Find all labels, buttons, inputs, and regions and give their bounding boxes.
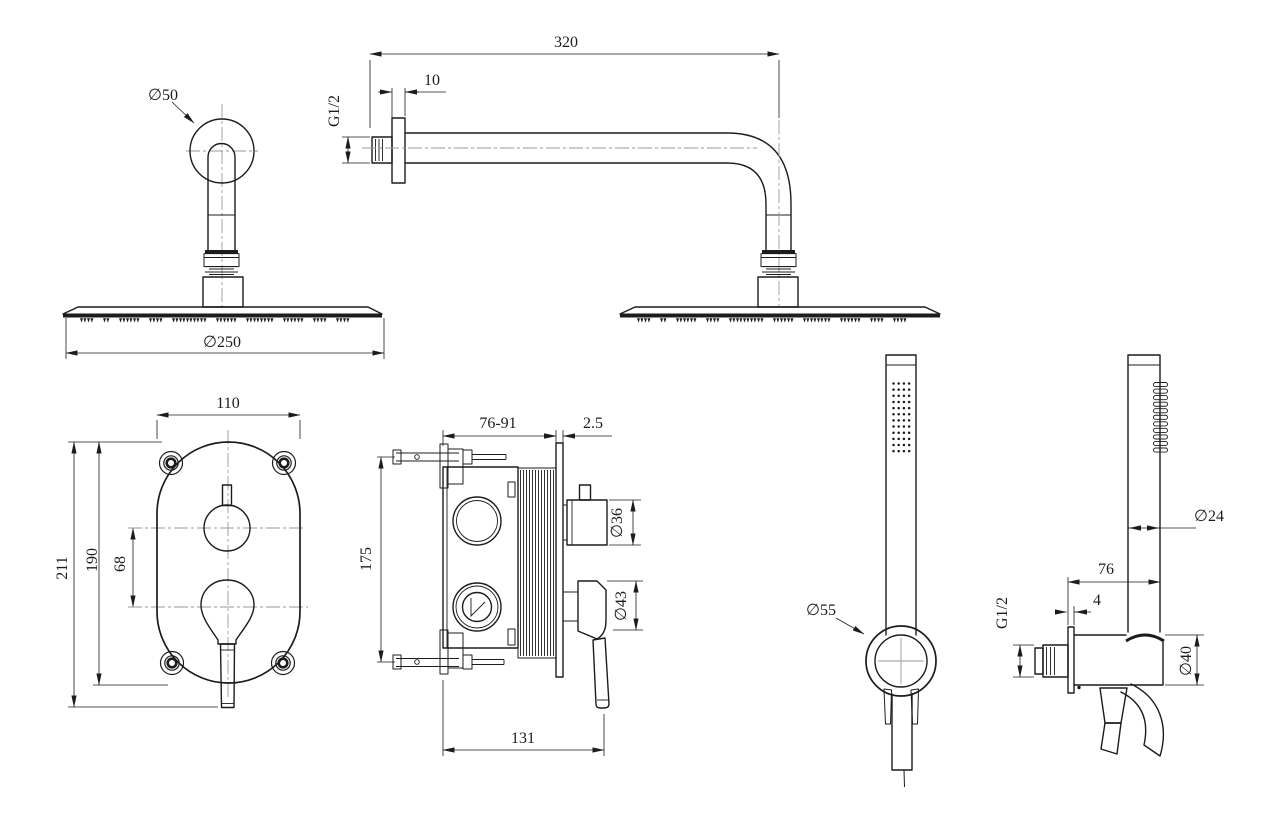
nipple-cap: [1034, 647, 1044, 675]
hand-shower-side-view: ∅24 76 4 G1/2 ∅40: [994, 354, 1224, 757]
dim-plate-overall-height: 211: [54, 556, 71, 579]
dim-arm-thread: G1/2: [326, 95, 343, 127]
head-face: [620, 313, 940, 318]
shower-arm-tube: [404, 132, 792, 251]
ceiling-shower-head-view: ∅50 ∅250: [62, 87, 385, 359]
thread-lines: [1046, 647, 1055, 675]
lower-port: [452, 582, 502, 632]
hand-shower-front-view: ∅55: [806, 354, 937, 788]
clip: [507, 481, 516, 498]
trim-plate-outline: [156, 441, 301, 684]
dim-install-depth: 76-91: [479, 415, 516, 432]
outlet-body: [1073, 634, 1164, 686]
hose-curve: [1120, 683, 1164, 757]
head-face: [63, 313, 382, 318]
wall-flange: [391, 117, 406, 184]
collar-band: [762, 250, 795, 254]
upper-port: [452, 496, 502, 546]
hose-stub: [903, 769, 905, 788]
wand-front: [885, 354, 917, 636]
dim-wall-plate-thickness: 2.5: [583, 415, 603, 432]
wand-side: [1127, 354, 1161, 633]
ring-crosshair: [878, 638, 924, 684]
dim-arm-length: 320: [554, 34, 578, 51]
collar: [203, 253, 240, 268]
dim-outlet-body-dia: ∅40: [1178, 646, 1195, 676]
port-plug-slot: [470, 598, 486, 618]
thread-nipple: [371, 136, 393, 164]
grip-ribs: [1153, 382, 1168, 453]
holder-ring: [865, 625, 937, 697]
wall-plate: [555, 442, 564, 678]
spray-nozzle-dots: [892, 382, 911, 453]
knob-stem: [221, 484, 233, 507]
mounting-screws: [158, 450, 297, 676]
lever-escutcheon: [200, 579, 255, 645]
dim-lever-dia: ∅43: [613, 591, 630, 621]
collar: [760, 253, 797, 268]
dim-flange-dia: ∅50: [148, 87, 178, 104]
mount-block: [757, 276, 799, 308]
upper-mounting-rod: [392, 443, 507, 489]
dim-outlet-thread: G1/2: [994, 597, 1011, 629]
dim-mount-spacing: 175: [358, 547, 375, 571]
leader-line: [835, 617, 865, 635]
dim-wand-dia: ∅24: [1194, 508, 1224, 525]
dim-outlet-offset: 76: [1098, 561, 1114, 578]
head-profile: [619, 306, 941, 315]
knob-side: [566, 499, 608, 546]
thread-lines: [375, 139, 383, 161]
head-profile: [62, 306, 383, 315]
dim-knob-dia: ∅36: [609, 508, 626, 538]
knob-stem-side: [578, 484, 592, 501]
clip: [507, 628, 516, 646]
sleeve-ribs: [520, 470, 554, 656]
dim-plate-height: 190: [84, 548, 101, 572]
collar-band: [205, 250, 238, 254]
wand-handle: [891, 693, 913, 771]
dim-plate-width: 110: [216, 395, 239, 412]
lower-mounting-rod: [392, 629, 505, 675]
wall-shower-arm-view: 320 10 G1/2: [326, 34, 941, 323]
mixer-trim-plate-view: 110 211 190 68: [54, 395, 308, 709]
dim-head-dia: ∅250: [203, 334, 241, 351]
holder-saddle: [1125, 633, 1165, 643]
mount-block: [202, 276, 244, 308]
leader-line: [171, 101, 195, 124]
drop-pipe: [207, 142, 236, 251]
dim-outlet-plate-thickness: 4: [1093, 592, 1101, 609]
nozzle-row: [637, 318, 907, 323]
dim-arm-flange-thickness: 10: [424, 72, 440, 89]
collar-rings: [762, 266, 795, 275]
hose-segment: [1100, 722, 1122, 755]
ceiling-flange-circle: [189, 118, 255, 184]
dim-holder-ring-dia: ∅55: [806, 602, 836, 619]
lever-handle-side: [592, 637, 610, 709]
dim-overall-length: 131: [511, 730, 535, 747]
lever-base-side: [577, 580, 607, 640]
collar-rings: [205, 266, 238, 275]
outlet-wall-plate: [1067, 626, 1075, 694]
lever-handle: [219, 643, 236, 709]
dim-plate-handle-spacing: 68: [112, 556, 129, 572]
nozzle-row: [80, 318, 350, 323]
concealed-valve-side-view: 76-91 2.5 175 131 ∅36 ∅43: [358, 415, 643, 756]
